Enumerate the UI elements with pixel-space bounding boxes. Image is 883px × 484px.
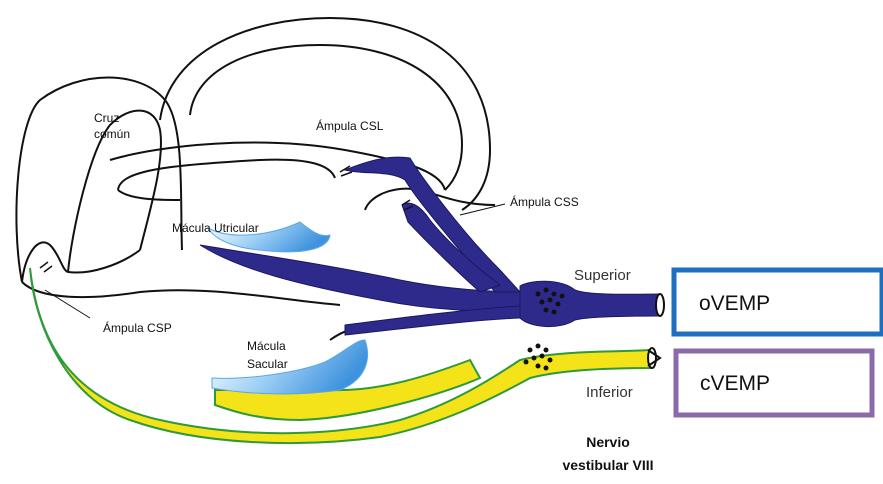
label-nervio-line2: vestibular VIII	[562, 457, 653, 473]
ampula-csp-tuft	[40, 262, 52, 272]
label-ampula-css: Ámpula CSS	[510, 194, 579, 209]
macula-sacular	[212, 340, 368, 394]
ovemp-label: oVEMP	[699, 292, 770, 315]
label-cruz-line2: común	[94, 127, 130, 141]
label-macula-utricular: Mácula Utricular	[172, 221, 259, 235]
csp-leader	[45, 290, 90, 318]
label-ampula-csp: Ámpula CSP	[103, 320, 172, 335]
superior-nerve-end	[656, 294, 664, 316]
label-macula-sacular-line2: Sacular	[247, 357, 288, 371]
label-macula-sacular-line1: Mácula	[247, 339, 286, 353]
label-ampula-csl: Ámpula CSL	[316, 118, 384, 133]
posterior-canal	[16, 78, 182, 283]
label-cruz-line1: Cruz	[94, 111, 119, 125]
label-inferior: Inferior	[586, 384, 633, 401]
cvemp-label: cVEMP	[700, 372, 770, 395]
label-superior: Superior	[574, 267, 631, 284]
label-nervio-line1: Nervio	[586, 434, 630, 450]
